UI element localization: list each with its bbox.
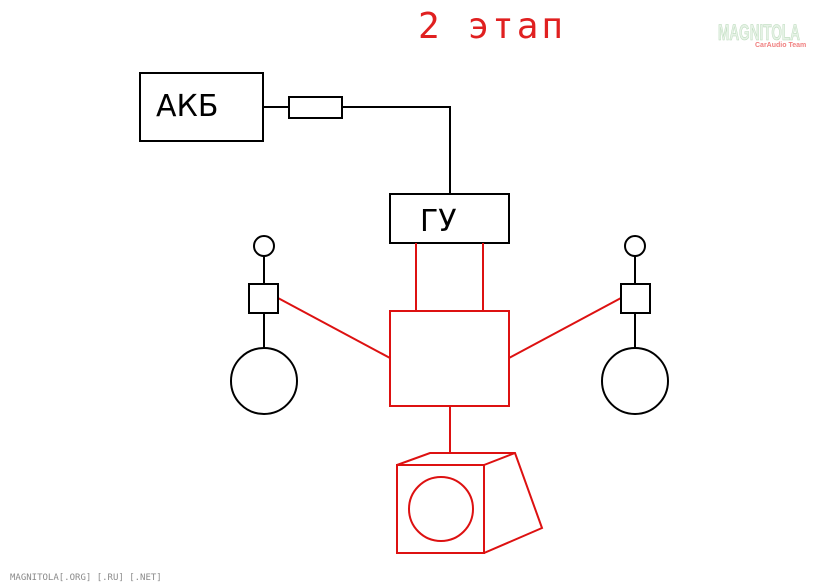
logo-text: MAGNITOLA xyxy=(718,20,800,45)
head-unit-box xyxy=(389,193,510,244)
logo-subtitle: CarAudio Team xyxy=(755,42,806,49)
left-midbass-speaker xyxy=(230,347,298,415)
amp-wire-left xyxy=(277,297,391,359)
left-speaker-set xyxy=(230,235,298,415)
power-wire xyxy=(263,96,451,194)
subwoofer-edge xyxy=(483,452,516,466)
right-midbass-speaker xyxy=(601,347,669,415)
right-tweeter xyxy=(624,235,646,257)
right-crossover xyxy=(620,283,651,314)
footer-watermark: MAGNITOLA[.ORG] [.RU] [.NET] xyxy=(10,573,162,583)
stage-title: 2 этап xyxy=(418,6,566,47)
subwoofer xyxy=(396,452,544,554)
amp-wire-right xyxy=(508,297,622,359)
fuse xyxy=(288,96,343,119)
left-crossover xyxy=(248,283,279,314)
left-tweeter xyxy=(253,235,275,257)
subwoofer-speaker xyxy=(408,476,474,542)
subwoofer-box xyxy=(396,452,544,554)
battery-block: АКБ xyxy=(139,72,264,142)
magnitola-logo: MAGNITOLA CarAudio Team xyxy=(718,20,807,49)
head-unit-label: ГУ xyxy=(420,204,457,239)
subwoofer-front xyxy=(396,464,485,554)
amplifier-box xyxy=(389,310,510,407)
wire-fuse-to-head-unit xyxy=(342,106,451,194)
head-unit-block: ГУ xyxy=(389,193,510,244)
right-speaker-set xyxy=(601,235,669,415)
battery-label: АКБ xyxy=(156,89,218,124)
